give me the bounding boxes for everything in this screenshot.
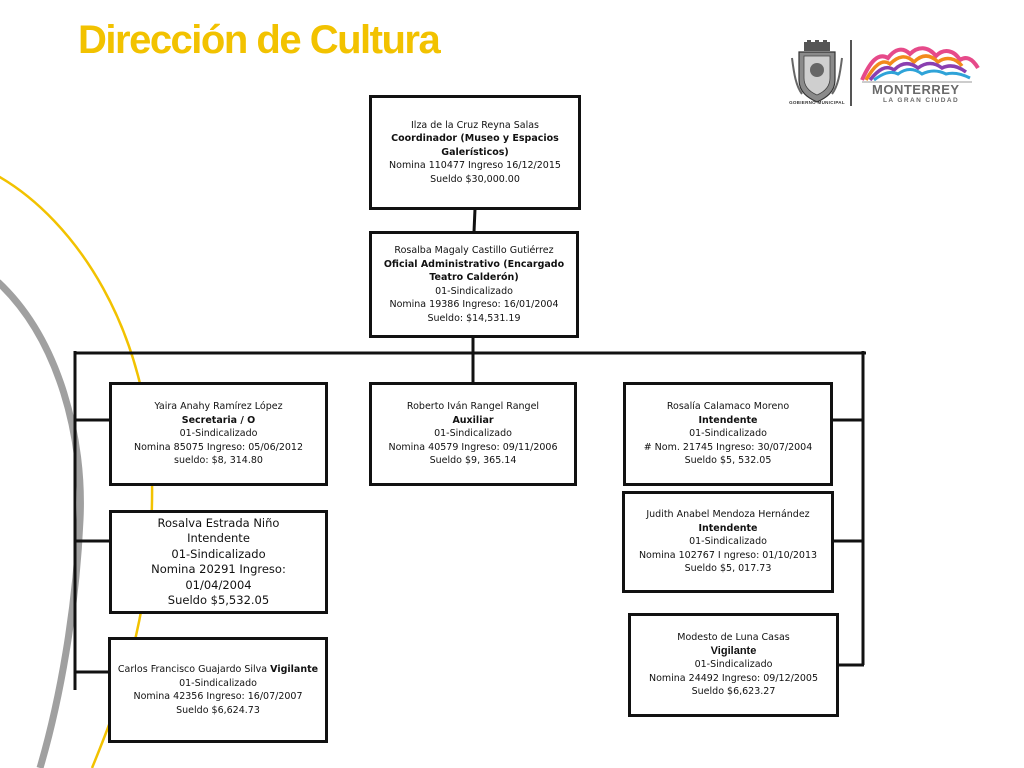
page-title: Dirección de Cultura — [78, 18, 441, 62]
node-status: 01-Sindicalizado — [435, 285, 513, 297]
node-payroll: Nomina 110477 Ingreso 16/12/2015 — [389, 160, 561, 172]
node-salary: Sueldo $30,000.00 — [430, 173, 520, 185]
org-node-intendente-rosalia: Rosalía Calamaco Moreno Intendente 01-Si… — [623, 382, 833, 486]
node-role: Vigilante — [270, 664, 319, 675]
node-salary: Sueldo $5, 532.05 — [684, 455, 772, 467]
org-node-vigilante-modesto: Modesto de Luna Casas Vigilante 01-Sindi… — [628, 613, 839, 717]
coat-of-arms-icon — [791, 40, 843, 103]
monterrey-mountains-icon — [860, 46, 980, 83]
shield-caption: GOBIERNO MUNICIPAL — [789, 100, 845, 105]
node-role: Intendente — [698, 414, 758, 426]
org-node-administrative: Rosalba Magaly Castillo Gutiérrez Oficia… — [369, 231, 579, 338]
brand-tagline: LA GRAN CIUDAD — [883, 97, 960, 104]
node-role: Coordinador (Museo y Espacios Galerístic… — [391, 133, 559, 158]
node-payroll: Nomina 20291 Ingreso: 01/04/2004 — [151, 562, 286, 592]
org-node-coordinator: Ilza de la Cruz Reyna Salas Coordinador … — [369, 95, 581, 210]
node-name: Judith Anabel Mendoza Hernández — [646, 509, 810, 521]
brand-name: MONTERREY — [872, 82, 960, 97]
node-name: Carlos Francisco Guajardo Silva — [117, 664, 268, 675]
node-payroll: Nomina 24492 Ingreso: 09/12/2005 — [648, 672, 819, 684]
node-payroll: # Nom. 21745 Ingreso: 30/07/2004 — [643, 441, 813, 453]
node-name: Ilza de la Cruz Reyna Salas — [411, 119, 539, 131]
node-name-role: Carlos Francisco Guajardo Silva Vigilant… — [118, 663, 318, 677]
node-salary: Sueldo: $14,531.19 — [427, 312, 521, 324]
node-payroll: Nomina 85075 Ingreso: 05/06/2012 — [133, 441, 304, 453]
org-node-intendente-rosalva: Rosalva Estrada Niño Intendente 01-Sindi… — [109, 510, 328, 614]
node-salary: Sueldo $5, 017.73 — [684, 563, 772, 575]
node-name: Rosalba Magaly Castillo Gutiérrez — [394, 245, 554, 256]
node-status: 01-Sindicalizado — [179, 677, 257, 689]
node-status: 01-Sindicalizado — [434, 428, 512, 440]
node-salary: Sueldo $5,532.05 — [167, 593, 270, 607]
node-role: Secretaria / O — [181, 414, 256, 426]
node-salary: sueldo: $8, 314.80 — [174, 455, 263, 467]
org-node-intendente-judith: Judith Anabel Mendoza Hernández Intenden… — [622, 491, 834, 593]
node-payroll: Nomina 42356 Ingreso: 16/07/2007 — [133, 691, 303, 702]
node-status: 01-Sindicalizado — [689, 536, 767, 548]
node-name: Roberto Iván Rangel Rangel — [406, 401, 540, 413]
node-name: Rosalía Calamaco Moreno — [666, 401, 790, 413]
node-status: 01-Sindicalizado — [689, 428, 767, 440]
gray-arc — [0, 279, 84, 768]
node-role: Oficial Administrativo (Encargado Teatro… — [383, 258, 565, 284]
node-status: 01-Sindicalizado — [171, 546, 266, 561]
node-status: 01-Sindicalizado — [179, 428, 258, 440]
org-node-vigilante-carlos: Carlos Francisco Guajardo Silva Vigilant… — [108, 637, 328, 743]
org-node-secretary: Yaira Anahy Ramírez López Secretaria / O… — [109, 382, 328, 486]
node-salary: Sueldo $9, 365.14 — [429, 455, 517, 467]
logo-separator — [850, 40, 852, 106]
org-node-auxiliar: Roberto Iván Rangel Rangel Auxiliar 01-S… — [369, 382, 577, 486]
node-salary: Sueldo $6,624.73 — [176, 704, 260, 716]
node-role: Intendente — [698, 522, 758, 534]
node-role: Auxiliar — [452, 414, 494, 426]
node-role: Vigilante — [710, 644, 757, 657]
node-payroll: Nomina 102767 I ngreso: 01/10/2013 — [638, 549, 818, 561]
node-payroll: Nomina 40579 Ingreso: 09/11/2006 — [388, 441, 558, 453]
node-salary: Sueldo $6,623.27 — [691, 686, 776, 698]
node-name: Rosalva Estrada Niño — [157, 515, 280, 530]
node-name: Yaira Anahy Ramírez López — [154, 401, 283, 413]
node-payroll: Nomina 19386 Ingreso: 16/01/2004 — [389, 299, 559, 310]
node-role: Intendente — [187, 531, 250, 545]
node-name: Modesto de Luna Casas — [677, 632, 790, 644]
node-status: 01-Sindicalizado — [694, 659, 773, 671]
